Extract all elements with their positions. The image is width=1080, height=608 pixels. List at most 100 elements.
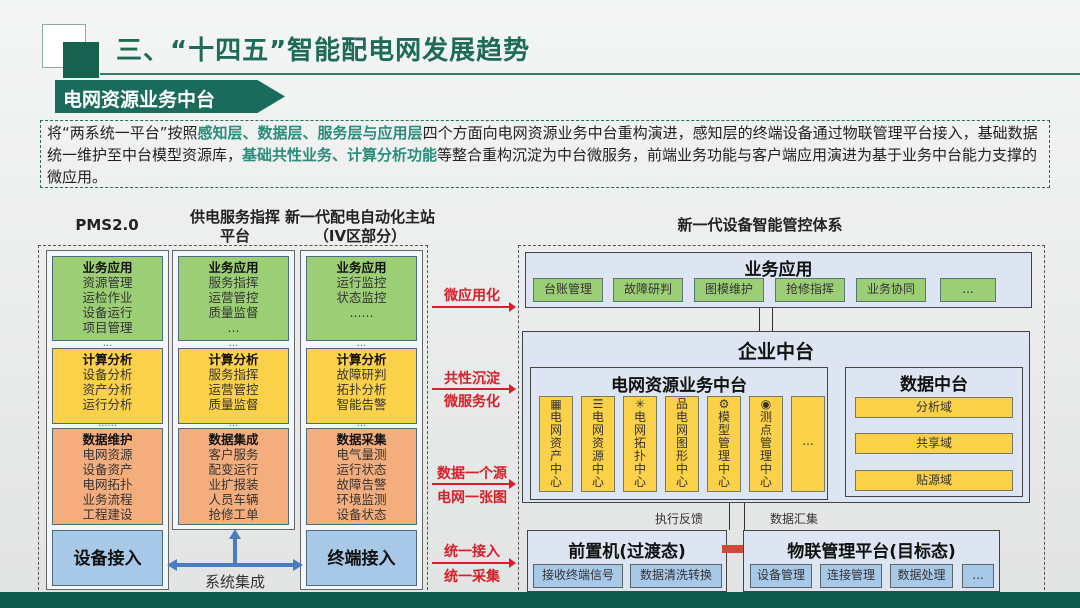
calc-block: 计算分析故障研判 拓扑分析 智能告警 [306, 348, 417, 424]
data-block-title: 数据采集 [336, 432, 387, 447]
calc-block-items: 设备分析 资产分析 运行分析 [82, 367, 133, 412]
data-block-title: 数据维护 [82, 432, 133, 447]
frontend-item: 接收终端信号 [533, 564, 623, 588]
calc-block-title: 计算分析 [336, 352, 387, 367]
business-app-item: 故障研判 [613, 278, 683, 302]
transition-label: 微服务化 [444, 394, 500, 410]
intro-text: 将“两系统一平台”按照 [47, 124, 198, 142]
iot-title: 物联管理平台(目标态) [787, 542, 956, 562]
center-item: ☰电网资源中心 [581, 396, 615, 492]
transition-arrow [432, 302, 516, 312]
pms-header: PMS2.0 [75, 216, 139, 234]
calc-block-title: 计算分析 [208, 352, 259, 367]
transition-label: 微应用化 [444, 288, 500, 304]
transition-label: 统一采集 [444, 569, 500, 585]
center-item: ⚙模型管理中心 [707, 396, 741, 492]
title-decoration-fill [63, 42, 99, 78]
data-block: 数据集成客户服务 配变运行 业扩报装 人员车辆 抢修工单 [178, 428, 289, 525]
calc-block: 计算分析服务指挥 运营管控 质量监督 [178, 348, 289, 424]
collect-line [744, 503, 745, 530]
center-label: 电网资源中心 [592, 410, 605, 489]
intro-text: 四个方面向电网资源业务中台重构演进，感知层的终端设备通过物联管理平台接入，基础数… [47, 124, 1038, 164]
access-block: 终端接入 [306, 530, 417, 586]
data-block-items: 电网资源 设备资产 电网拓扑 业务流程 工程建设 [82, 447, 133, 522]
app-block: 业务应用运行监控 状态监控 ...... [306, 256, 417, 341]
app-block-items: 资源管理 运检作业 设备运行 项目管理 [82, 275, 133, 335]
enterprise-platform-title: 企业中台 [737, 341, 814, 363]
data-block: 数据采集电气量测 运行状态 故障告警 环境监测 设备状态 [306, 428, 417, 525]
app-block: 业务应用服务指挥 运营管控 质量监督 ... [178, 256, 289, 341]
transition-label: 共性沉淀 [444, 371, 500, 387]
data-block-items: 客户服务 配变运行 业扩报装 人员车辆 抢修工单 [208, 447, 259, 522]
integration-label: 系统集成 [204, 573, 265, 591]
app-block-items: 运行监控 状态监控 ...... [336, 275, 387, 320]
topology-icon: ✳ [634, 397, 646, 411]
intro-highlight: 基础共性业务、计算分析功能 [242, 146, 438, 164]
business-app-item: ... [940, 278, 996, 302]
calc-block-items: 服务指挥 运营管控 质量监督 [208, 367, 259, 412]
app-block-title: 业务应用 [336, 260, 387, 275]
collect-label: 数据汇集 [770, 512, 819, 526]
center-label: 电网资产中心 [550, 410, 563, 489]
ellipsis: ... [228, 338, 239, 349]
app-block-items: 服务指挥 运营管控 质量监督 ... [208, 275, 259, 335]
footer-band [0, 592, 1080, 608]
calc-block-items: 故障研判 拓扑分析 智能告警 [336, 367, 387, 412]
ellipsis: ... [356, 418, 367, 429]
ellipsis: ... [102, 338, 113, 349]
gear-icon: ⚙ [718, 397, 730, 411]
center-item: 品电网图形中心 [665, 396, 699, 492]
data-block: 数据维护电网资源 设备资产 电网拓扑 业务流程 工程建设 [52, 428, 163, 525]
center-item: ✳电网拓扑中心 [623, 396, 657, 492]
center-item: ... [791, 396, 825, 492]
feedback-line [729, 503, 730, 530]
business-app-item: 图模维护 [694, 278, 764, 302]
center-label: 模型管理中心 [718, 410, 731, 489]
transition-arrow [432, 384, 516, 394]
calc-block: 计算分析设备分析 资产分析 运行分析 [52, 348, 163, 424]
section-tag: 电网资源业务中台 [55, 80, 285, 113]
domain-item: 共享域 [855, 433, 1013, 454]
frontend-item: 数据清洗转换 [630, 564, 722, 588]
intro-highlight: 感知层、数据层、服务层与应用层 [197, 124, 423, 142]
domain-item: 分析域 [855, 397, 1013, 418]
app-block-title: 业务应用 [208, 260, 259, 275]
center-item: ▦电网资产中心 [539, 396, 573, 492]
data-platform-title: 数据中台 [900, 375, 968, 395]
transition-label: 统一接入 [444, 544, 500, 560]
calc-block-title: 计算分析 [82, 352, 133, 367]
title-divider [100, 73, 1080, 75]
integration-arrows [167, 529, 303, 571]
business-app-item: 台账管理 [533, 278, 603, 302]
connector-up [772, 308, 773, 331]
access-block: 设备接入 [52, 530, 163, 586]
feedback-label: 执行反馈 [655, 512, 704, 526]
domain-item: 贴源域 [855, 470, 1013, 491]
business-app-item: 抢修指挥 [775, 278, 845, 302]
intro-text: 等整合重构沉淀为中台微服务，前端业务功能与客户端应用演进为基于业务中台能力支撑的… [47, 146, 1038, 186]
data-block-title: 数据集成 [208, 432, 259, 447]
center-label: 电网图形中心 [676, 410, 689, 489]
business-app-item: 业务协同 [856, 278, 926, 302]
center-item: ◉测点管理中心 [749, 396, 783, 492]
hierarchy-icon: 品 [675, 397, 688, 411]
iot-item: 连接管理 [820, 564, 882, 588]
center-label: 电网拓扑中心 [634, 410, 647, 489]
layers-icon: ☰ [592, 397, 604, 411]
data-block-items: 电气量测 运行状态 故障告警 环境监测 设备状态 [336, 447, 387, 522]
service-platform-header: 供电服务指挥平台 [189, 208, 280, 245]
center-label: 测点管理中心 [760, 410, 773, 489]
location-pin-icon: ◉ [760, 397, 772, 411]
iot-item: 设备管理 [750, 564, 812, 588]
transition-arrow [432, 558, 516, 568]
business-app-title: 业务应用 [744, 260, 813, 280]
transition-label: 电网一张图 [437, 490, 507, 506]
intro-paragraph: 将“两系统一平台”按照感知层、数据层、服务层与应用层四个方面向电网资源业务中台重… [40, 120, 1050, 188]
app-block-title: 业务应用 [82, 260, 133, 275]
ellipsis: ... [228, 418, 239, 429]
right-title: 新一代设备智能管控体系 [677, 216, 843, 234]
transition-label: 数据一个源 [437, 466, 507, 482]
iot-item: 数据处理 [890, 564, 953, 588]
frontend-title: 前置机(过渡态) [568, 542, 686, 562]
ellipsis: ...... [97, 418, 118, 429]
